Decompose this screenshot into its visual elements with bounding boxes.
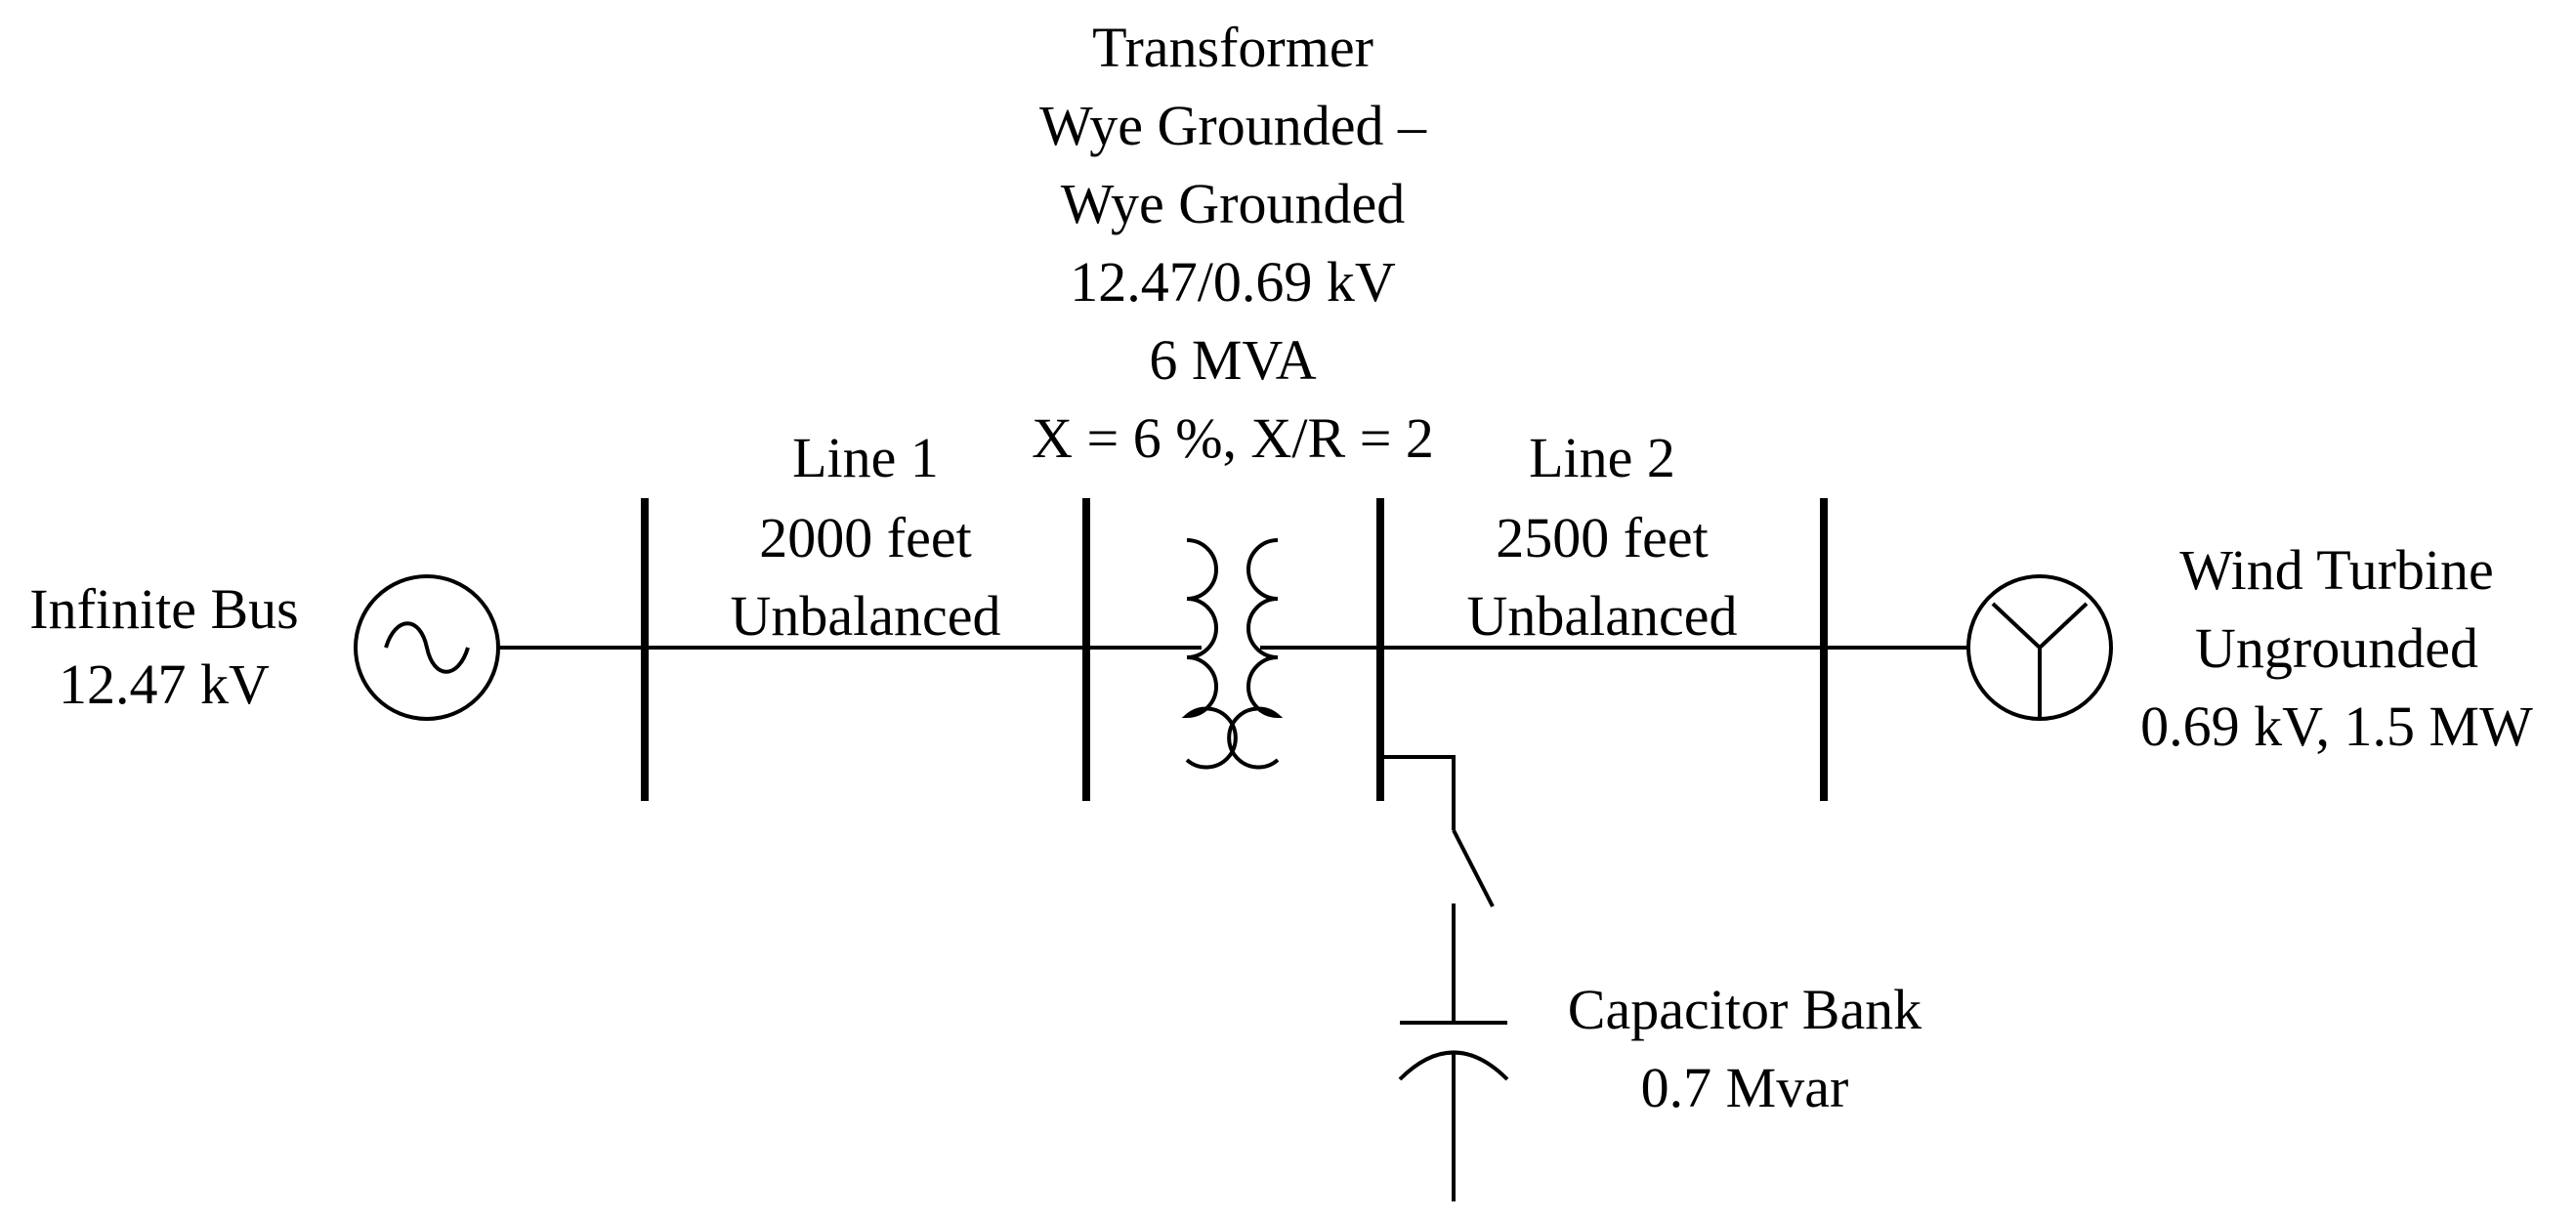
capacitor-bank-branch bbox=[1380, 755, 1509, 1201]
transformer-title-label: Transformer bbox=[1092, 16, 1373, 79]
transformer-impedance-label: X = 6 %, X/R = 2 bbox=[1032, 406, 1434, 470]
line-2-length-label: 2500 feet bbox=[1496, 506, 1708, 569]
infinite-bus-source bbox=[354, 574, 500, 721]
capacitor-tap bbox=[1380, 755, 1456, 830]
transformer-rating-label: 6 MVA bbox=[1149, 328, 1316, 392]
wind-turbine-name-label: Wind Turbine bbox=[2179, 538, 2494, 602]
source-name-label: Infinite Bus bbox=[29, 577, 298, 641]
line-1-length-label: 2000 feet bbox=[759, 506, 971, 569]
transformer-voltage-label: 12.47/0.69 kV bbox=[1070, 250, 1396, 314]
line-2-name-label: Line 2 bbox=[1529, 426, 1675, 489]
transformer-connection-label-2: Wye Grounded bbox=[1061, 172, 1405, 235]
line-1-name-label: Line 1 bbox=[792, 426, 939, 489]
source-voltage-label: 12.47 kV bbox=[59, 652, 270, 716]
capacitor-bank-rating-label: 0.7 Mvar bbox=[1641, 1056, 1849, 1119]
primary-winding-icon bbox=[1181, 538, 1238, 770]
capacitor-curved-plate-icon bbox=[1398, 1050, 1509, 1081]
sine-wave-icon bbox=[384, 621, 470, 674]
switch-blade-icon bbox=[1452, 829, 1495, 907]
capacitor-bank-name-label: Capacitor Bank bbox=[1568, 978, 1921, 1041]
transformer-icon bbox=[1181, 538, 1284, 770]
secondary-winding-icon bbox=[1227, 538, 1284, 770]
line-2-type-label: Unbalanced bbox=[1467, 584, 1738, 648]
transformer-connection-label-1: Wye Grounded – bbox=[1039, 94, 1427, 157]
line-1-type-label: Unbalanced bbox=[731, 584, 1001, 648]
wind-turbine-rating-label: 0.69 kV, 1.5 MW bbox=[2140, 694, 2533, 758]
wind-turbine-grounding-label: Ungrounded bbox=[2195, 616, 2478, 680]
wye-ungrounded-icon bbox=[1991, 602, 2089, 719]
wind-turbine-generator bbox=[1966, 574, 2113, 721]
